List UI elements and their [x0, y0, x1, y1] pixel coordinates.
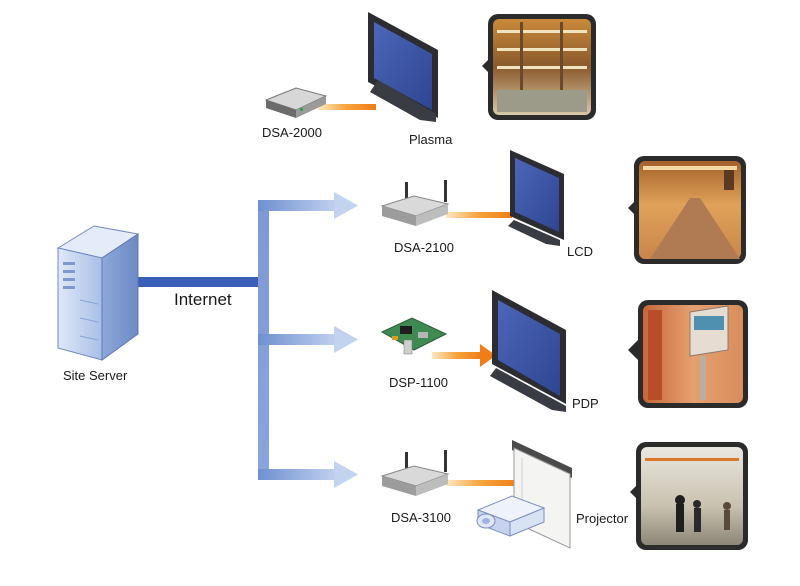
branch-arrow-3: [258, 461, 358, 488]
device-label-dsa-3100: DSA-3100: [391, 510, 451, 525]
cable-1: [318, 104, 376, 110]
internet-label: Internet: [174, 290, 232, 309]
set-top-box-icon: [264, 87, 328, 118]
cable-2: [446, 212, 512, 218]
router-icon: [380, 450, 450, 496]
cable-3: [432, 344, 496, 367]
device-label-dsa-2100: DSA-2100: [394, 240, 454, 255]
display-label-projector: Projector: [576, 511, 629, 526]
branch-arrow-1: [258, 192, 358, 219]
venue-photo-3: [628, 300, 748, 408]
server-icon: [56, 225, 140, 361]
monitor-icon: [368, 12, 438, 122]
branch-arrow-2: [258, 326, 358, 353]
venue-photo-4: [630, 442, 748, 550]
venue-photo-2: [628, 156, 746, 264]
display-label-pdp: PDP: [572, 396, 599, 411]
device-label-dsp-1100: DSP-1100: [389, 375, 449, 390]
site-server-label: Site Server: [63, 368, 128, 383]
monitor-icon: [508, 150, 564, 246]
display-label-lcd: LCD: [567, 244, 594, 259]
router-icon: [380, 180, 450, 226]
media-player-board-icon: [380, 317, 448, 355]
projector-icon: [476, 495, 546, 537]
venue-photo-1: [482, 14, 596, 120]
internet-connection: [135, 202, 269, 480]
monitor-icon: [490, 290, 566, 412]
cable-4: [446, 480, 518, 486]
display-label-plasma: Plasma: [409, 132, 453, 147]
device-label-dsa-2000: DSA-2000: [262, 125, 322, 140]
